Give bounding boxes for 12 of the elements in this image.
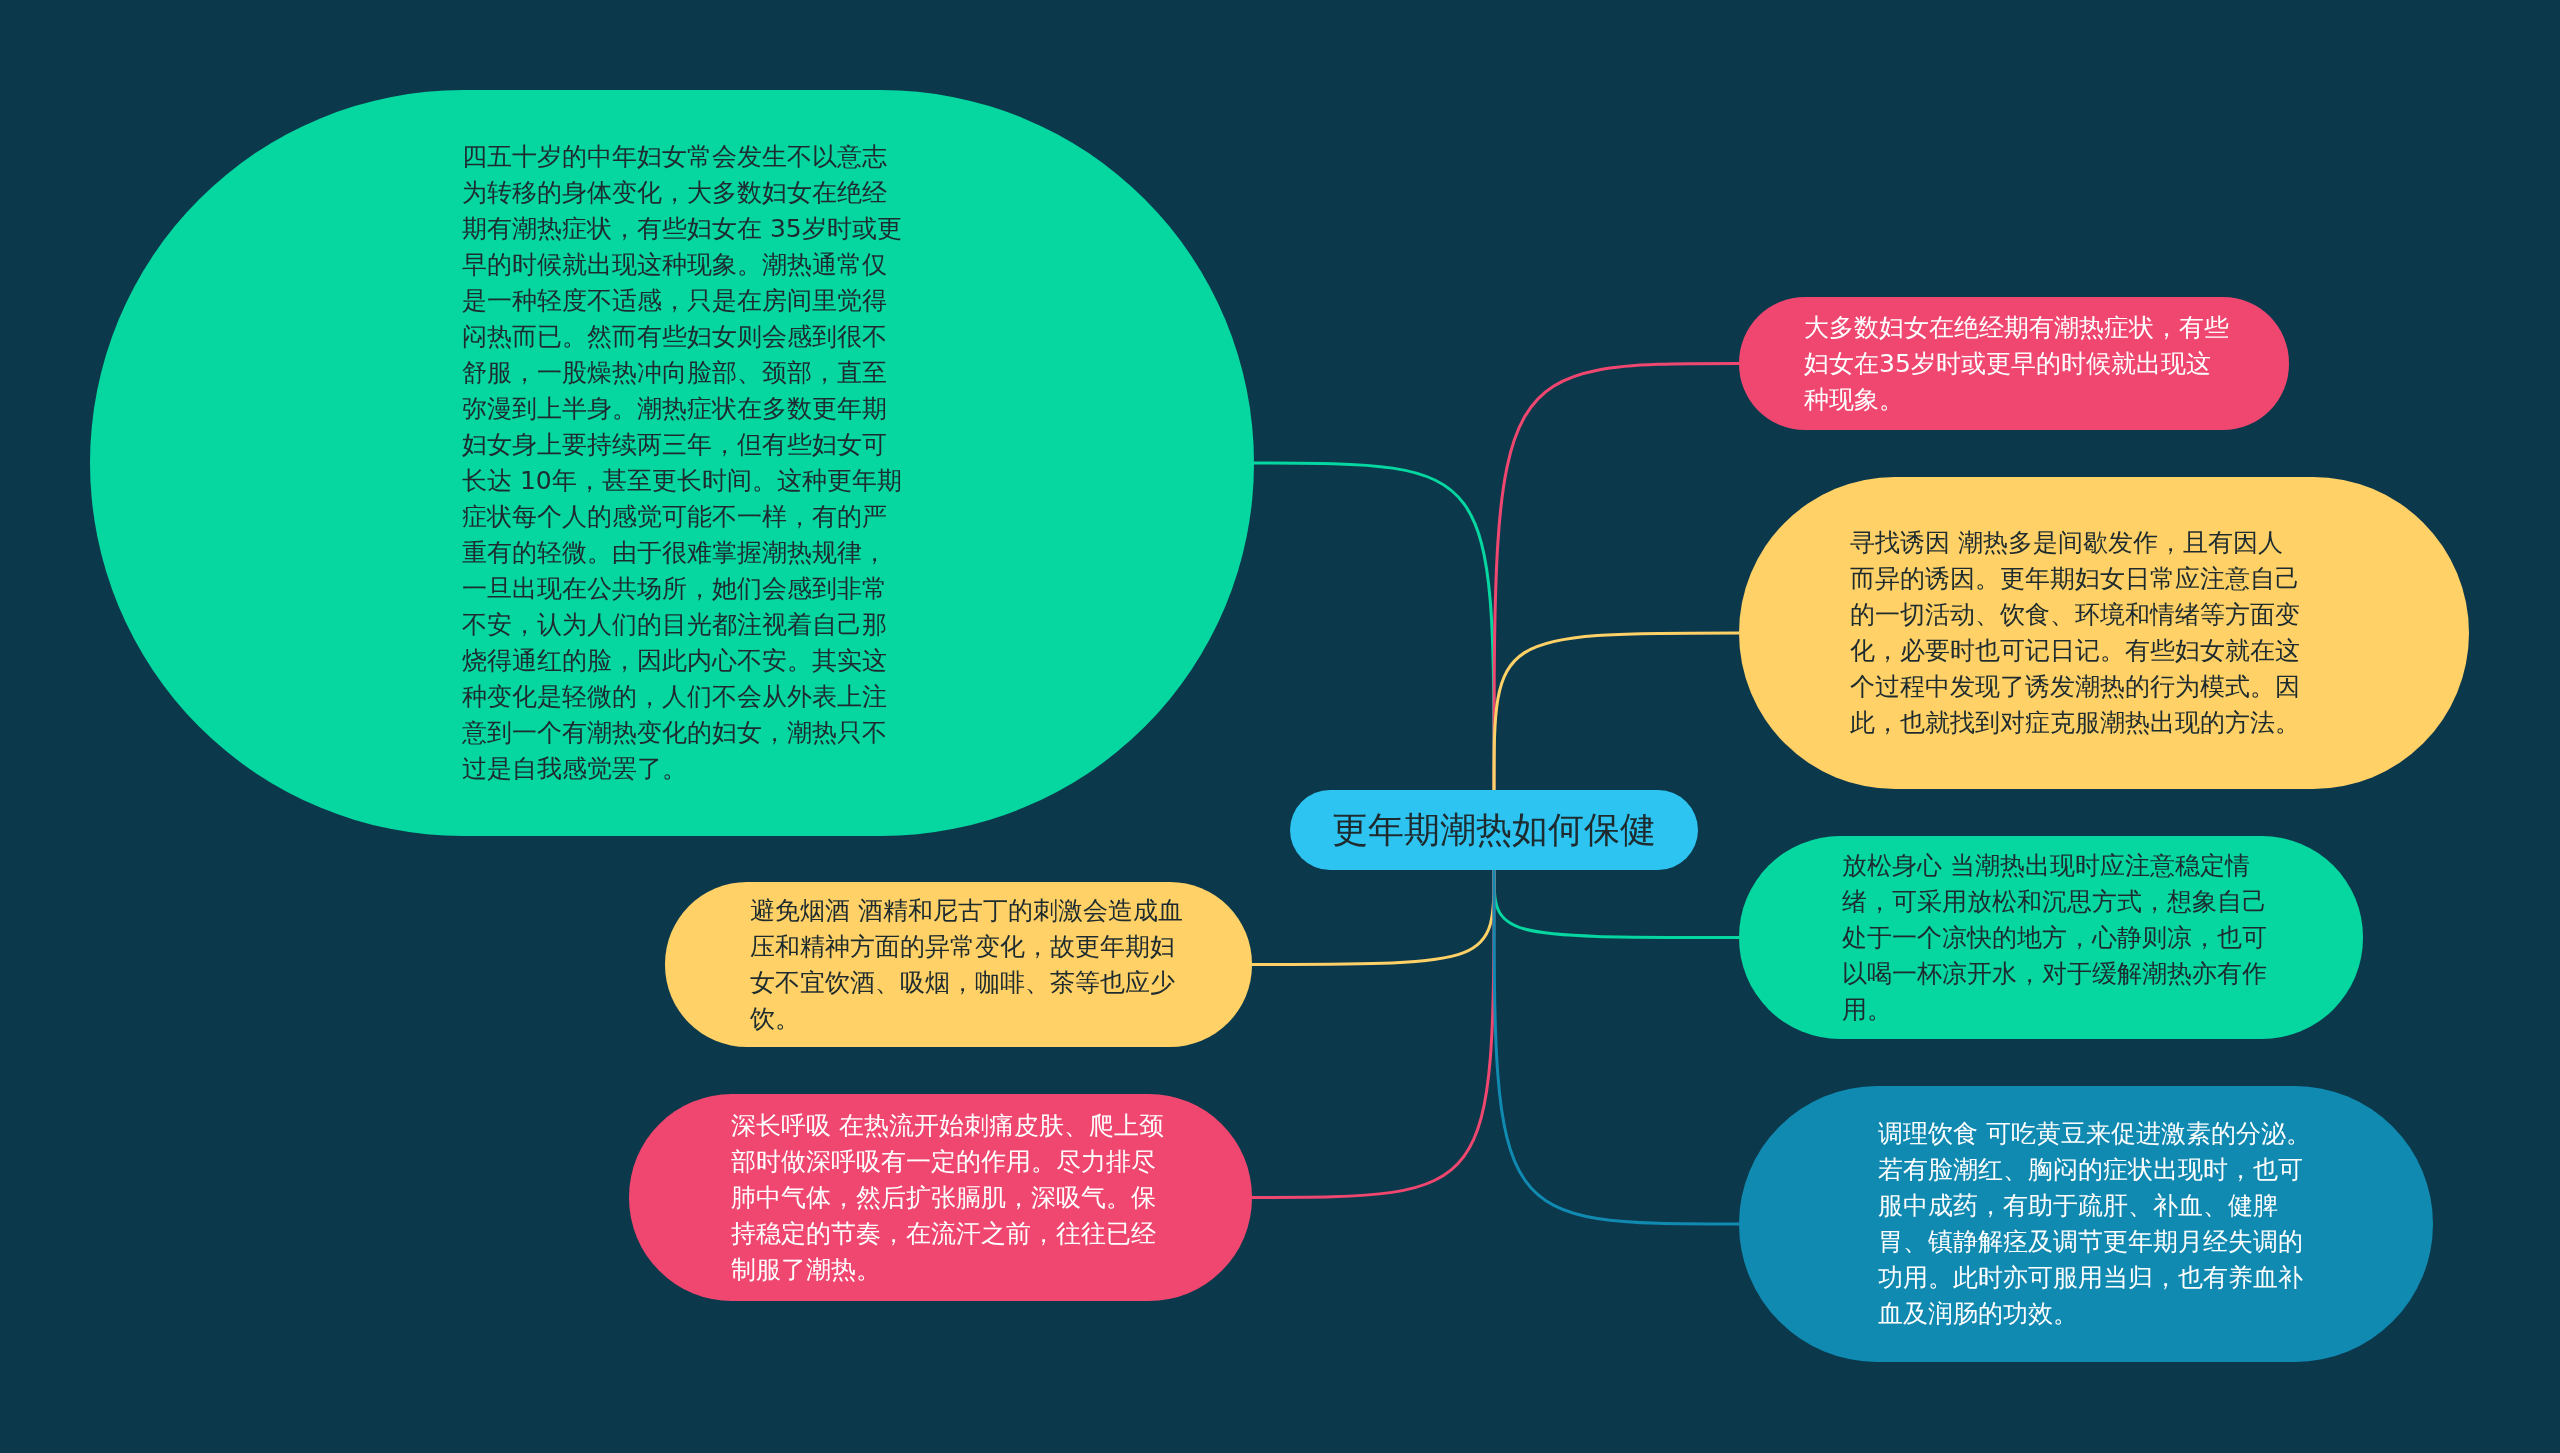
connector-line bbox=[1492, 631, 1739, 790]
topic-text: 四五十岁的中年妇女常会发生不以意志为转移的身体变化，大多数妇女在绝经期有潮热症状，有些妇女在 35岁时或更早的时候就出现这种现象。潮热通常仅是一种轻度不适感，只是在房间里觉得闷热而已。然而有些妇女则会感到很不舒服，一股燥热冲向脸部、颈部，直至弥漫到上半身。潮热症状在多数更年期妇女身上要持续两三年，但有些妇女可长达 10年，甚至更长时间。这种更年期症状每个人的感觉可能不一样，有的严重有的轻微。由于很难掌握潮热规律，一旦出现在公共场所，她们会感到非常不安，认为人们的目光都注视着自己那烧得通红的脸，因此内心不安。其实这种变化是轻微的，人们不会从外表上注意到一个有潮热变化的妇女，潮热只不过是自我感觉罢了。 bbox=[462, 141, 902, 785]
topic-text: 避免烟酒 酒精和尼古丁的刺激会造成血压和精神方面的异常变化，故更年期妇女不宜饮酒、吸烟，咖啡、茶等也应少饮。 bbox=[750, 894, 1184, 1035]
topic-text: 大多数妇女在绝经期有潮热症状，有些妇女在35岁时或更早的时候就出现这种现象。 bbox=[1804, 311, 2230, 416]
topic-text: 调理饮食 可吃黄豆来促进激素的分泌。若有脸潮红、胸闷的症状出现时，也可服中成药，有助于疏肝、补血、健脾胃、镇静解痉及调节更年期月经失调的功用。此时亦可服用当归，也有养血补血及润肠的功效。 bbox=[1878, 1118, 2312, 1330]
connector-line bbox=[1254, 461, 1496, 790]
topic-text: 放松身心 当潮热出现时应注意稳定情绪，可采用放松和沉思方式，想象自己处于一个凉快的地方，心静则凉，也可以喝一杯凉开水，对于缓解潮热亦有作用。 bbox=[1842, 849, 2268, 1026]
connector-line bbox=[1492, 870, 1739, 1226]
topic-text: 寻找诱因 潮热多是间歇发作，且有因人而异的诱因。更年期妇女日常应注意自己的一切活动、饮食、环境和情绪等方面变化，必要时也可记日记。有些妇女就在这个过程中发现了诱发潮热的行为模式。因此，也就找到对症克服潮热出现的方法。 bbox=[1850, 527, 2301, 739]
topic-text: 更年期潮热如何保健 bbox=[1332, 808, 1656, 852]
topic-text: 深长呼吸 在热流开始刺痛皮肤、爬上颈部时做深呼吸有一定的作用。尽力排尽肺中气体，然后扩张膈肌，深吸气。保持稳定的节奏，在流汗之前，往往已经制服了潮热。 bbox=[731, 1109, 1165, 1286]
connector-line bbox=[1252, 870, 1496, 1199]
